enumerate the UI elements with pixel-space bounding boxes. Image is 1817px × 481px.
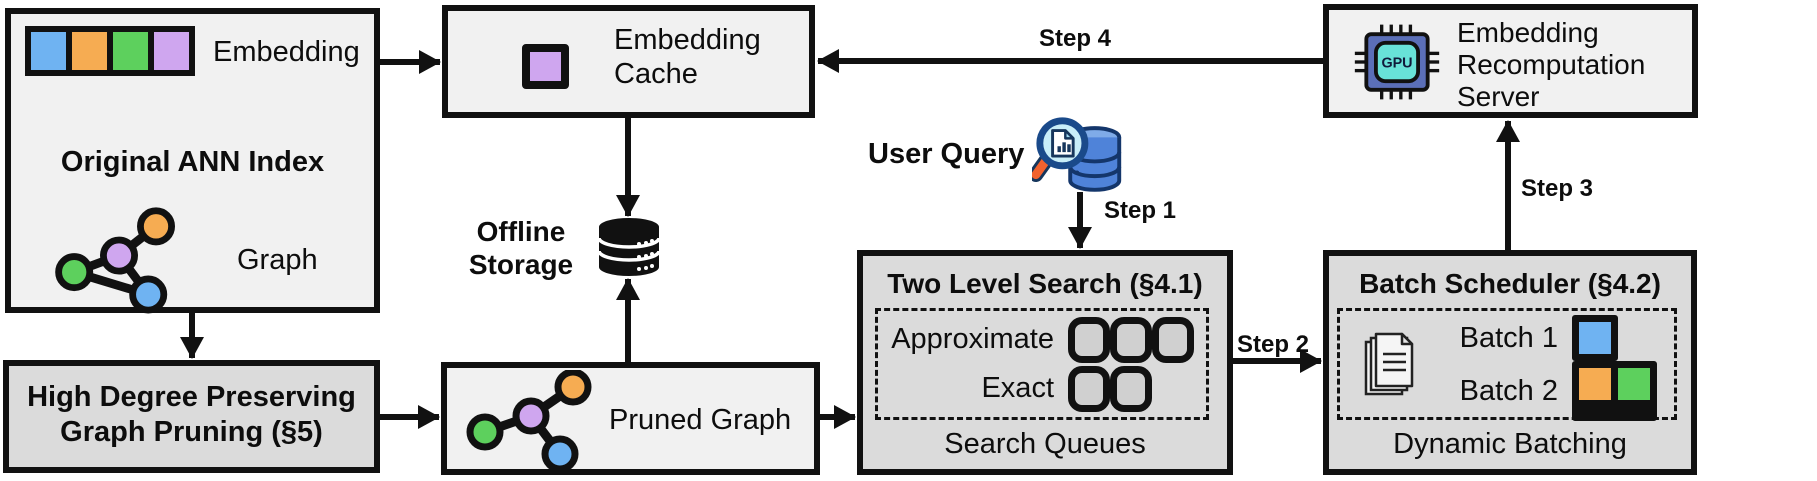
graph-pruning-label: High Degree Preserving Graph Pruning (§5… xyxy=(9,380,374,450)
pruned-graph-icon xyxy=(466,370,592,470)
embedding-cell-blue xyxy=(31,32,66,70)
embedding-strip-icon xyxy=(25,26,195,76)
batch-rows: Batch 1 Batch 2 xyxy=(1430,315,1666,421)
step1-label: Step 1 xyxy=(1104,197,1177,224)
server-line1: Embedding xyxy=(1457,17,1599,48)
batch2-orange-embedding-icon xyxy=(1579,368,1611,400)
embedding-cache-box: Embedding Cache xyxy=(442,5,815,118)
offline-storage-label: Offline Storage xyxy=(452,215,590,281)
pruned-graph-box: Pruned Graph xyxy=(441,362,820,475)
exact-queue-row: Exact xyxy=(888,365,1196,412)
embedding-cell-purple xyxy=(154,32,189,70)
batch1-blue-embedding-icon xyxy=(1572,315,1618,361)
queue-slot-icon xyxy=(1110,365,1152,412)
approximate-label: Approximate xyxy=(891,323,1054,355)
batch2-embeddings-icon xyxy=(1572,361,1657,421)
step3-label: Step 3 xyxy=(1521,175,1594,202)
graph-pruning-box: High Degree Preserving Graph Pruning (§5… xyxy=(3,360,380,473)
embedding-cell-orange xyxy=(72,32,107,70)
gpu-chip-icon: GPU xyxy=(1354,24,1440,100)
embedding-cell-green xyxy=(113,32,148,70)
recomputation-server-label: Embedding Recomputation Server xyxy=(1457,17,1645,113)
approximate-queue-row: Approximate xyxy=(888,316,1196,363)
user-query-icon xyxy=(1032,117,1122,192)
graph-pruning-line2: Graph Pruning (§5) xyxy=(60,416,323,448)
batch2-green-embedding-icon xyxy=(1618,368,1650,400)
dynamic-batching-panel: Batch 1 Batch 2 xyxy=(1337,308,1677,421)
graph-pruning-line1: High Degree Preserving xyxy=(27,381,356,413)
two-level-search-box: Two Level Search (§4.1) Approximate Exac… xyxy=(857,250,1233,475)
gpu-chip-label: GPU xyxy=(1381,56,1412,72)
batch2-label: Batch 2 xyxy=(1459,374,1558,407)
cached-embedding-icon xyxy=(522,44,569,89)
embedding-label: Embedding xyxy=(213,36,360,68)
two-level-search-title: Two Level Search (§4.1) xyxy=(887,268,1203,299)
embedding-cache-line1: Embedding xyxy=(614,24,761,56)
server-line3: Server xyxy=(1457,81,1540,112)
batch1-row: Batch 1 xyxy=(1430,315,1666,361)
batch-scheduler-title: Batch Scheduler (§4.2) xyxy=(1359,268,1661,299)
ann-index-title: Original ANN Index xyxy=(60,146,325,178)
pruned-graph-label: Pruned Graph xyxy=(609,404,792,436)
offline-storage-line1: Offline xyxy=(476,216,566,247)
exact-label: Exact xyxy=(981,372,1054,404)
queue-slot-icon xyxy=(1152,316,1194,363)
embedding-cache-label: Embedding Cache xyxy=(614,23,761,91)
server-line2: Recomputation xyxy=(1457,49,1646,80)
step2-label: Step 2 xyxy=(1237,331,1310,358)
batch1-label: Batch 1 xyxy=(1459,321,1558,354)
search-queues-footer: Search Queues xyxy=(944,428,1146,460)
batch1-squares xyxy=(1572,315,1666,361)
graph-icon xyxy=(55,207,175,314)
search-queues-panel: Approximate Exact xyxy=(875,308,1209,420)
approximate-queue-slots xyxy=(1068,316,1196,363)
recomputation-server-box: GPU Embedding Recomputation Server xyxy=(1323,4,1698,118)
step4-label: Step 4 xyxy=(1039,25,1112,52)
batch2-row: Batch 2 xyxy=(1430,361,1666,421)
user-query-label: User Query xyxy=(868,138,1025,170)
dynamic-batching-footer: Dynamic Batching xyxy=(1393,428,1627,460)
queue-slot-icon xyxy=(1068,365,1110,412)
batch-scheduler-box: Batch Scheduler (§4.2) Batch 1 xyxy=(1323,250,1697,475)
batch2-squares xyxy=(1572,361,1666,421)
offline-storage-database-icon xyxy=(597,218,661,276)
embedding-cache-line2: Cache xyxy=(614,58,698,90)
documents-icon xyxy=(1364,332,1414,396)
exact-queue-slots xyxy=(1068,365,1196,412)
original-ann-index-box: Embedding Original ANN Index Graph xyxy=(5,8,380,314)
queue-slot-icon xyxy=(1068,316,1110,363)
queue-slot-icon xyxy=(1110,316,1152,363)
graph-label: Graph xyxy=(237,244,318,276)
offline-storage-line2: Storage xyxy=(468,249,574,280)
